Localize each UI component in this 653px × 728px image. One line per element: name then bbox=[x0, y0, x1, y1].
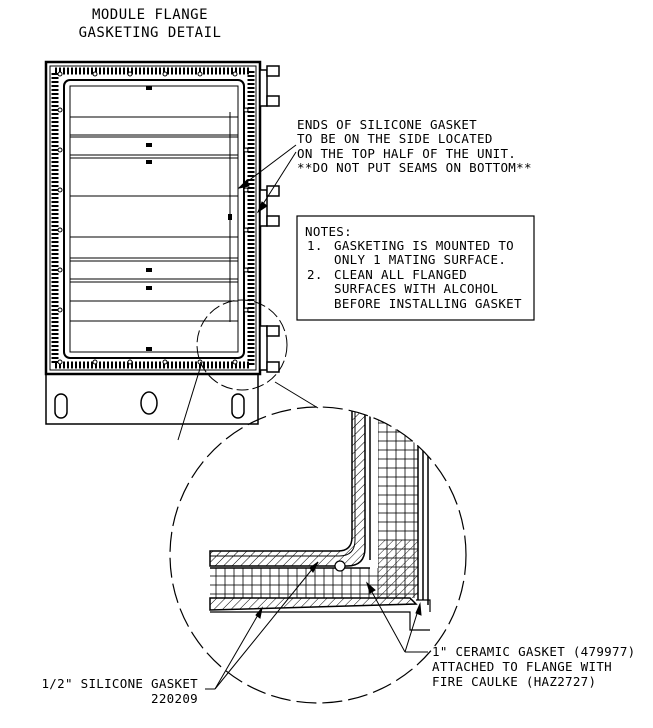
module-front-view bbox=[44, 60, 280, 425]
title-line-1: MODULE FLANGE bbox=[92, 7, 208, 23]
base-slot-right bbox=[231, 393, 245, 419]
silicone-label-line-2: 220209 bbox=[151, 691, 198, 706]
note-1-line-2: ONLY 1 MATING SURFACE. bbox=[334, 252, 506, 267]
ceramic-label-line-1: 1" CERAMIC GASKET (479977) bbox=[432, 644, 635, 659]
tray-handles bbox=[146, 86, 232, 351]
note-1-line-1: GASKETING IS MOUNTED TO bbox=[334, 238, 514, 253]
detail-callout-circle bbox=[196, 299, 288, 391]
enlarged-detail bbox=[169, 406, 467, 704]
seam-note-line-3: ON THE TOP HALF OF THE UNIT. bbox=[297, 146, 516, 161]
seam-note-line-4: **DO NOT PUT SEAMS ON BOTTOM** bbox=[297, 160, 532, 175]
note-1-number: 1. bbox=[307, 238, 323, 253]
note-2-line-2: SURFACES WITH ALCOHOL bbox=[334, 281, 498, 296]
callout-connectors bbox=[177, 361, 319, 441]
note-2-number: 2. bbox=[307, 267, 323, 282]
note-2-line-3: BEFORE INSTALLING GASKET bbox=[334, 296, 522, 311]
gasket-bead bbox=[334, 560, 346, 572]
base-hole-center bbox=[140, 391, 158, 415]
side-latches bbox=[259, 65, 280, 373]
seam-note-line-1: ENDS OF SILICONE GASKET bbox=[297, 117, 477, 132]
seam-note-line-2: TO BE ON THE SIDE LOCATED bbox=[297, 131, 493, 146]
seam-leader-lines bbox=[237, 144, 297, 214]
title-line-2: GASKETING DETAIL bbox=[79, 25, 222, 41]
flange-bolt-holes bbox=[57, 71, 249, 365]
ceramic-label-line-3: FIRE CAULKE (HAZ2727) bbox=[432, 674, 596, 689]
detail-boundary-circle bbox=[169, 406, 467, 704]
note-2-line-1: CLEAN ALL FLANGED bbox=[334, 267, 467, 282]
ceramic-label-line-2: ATTACHED TO FLANGE WITH bbox=[432, 659, 612, 674]
flange-opening bbox=[63, 79, 245, 359]
silicone-gasket-band bbox=[51, 67, 255, 369]
flange-inner-edge bbox=[49, 65, 257, 371]
ceramic-leaders bbox=[366, 581, 428, 653]
base-slot-left bbox=[54, 393, 68, 419]
internal-trays bbox=[69, 112, 239, 322]
notes-heading: NOTES: bbox=[305, 224, 352, 239]
silicone-gasket-bottom-hatch bbox=[209, 597, 418, 611]
notes-box bbox=[296, 215, 535, 321]
silicone-label-line-1: 1/2" SILICONE GASKET bbox=[41, 676, 198, 691]
silicone-leaders bbox=[205, 561, 319, 690]
opening-inner-line bbox=[69, 85, 239, 353]
silicone-gasket-hatch bbox=[209, 407, 366, 567]
